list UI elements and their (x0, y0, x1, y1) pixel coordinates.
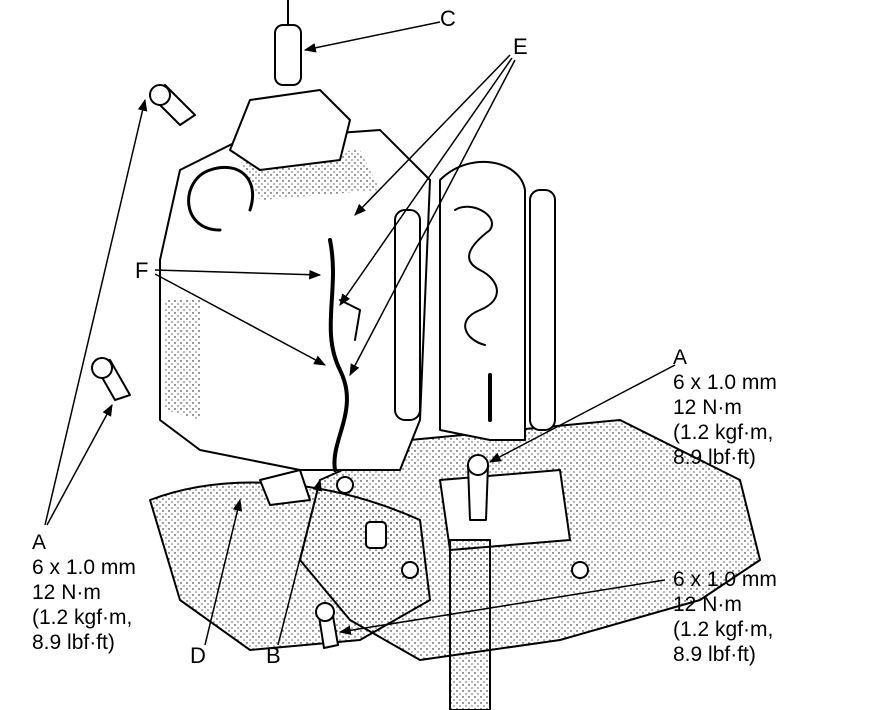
leader-e-1 (354, 54, 511, 216)
spec-bottom-kgf: (1.2 kgf·m, (673, 618, 774, 641)
leader-d (204, 498, 243, 646)
leader-a-left-2 (46, 403, 113, 526)
spec-left-kgf: (1.2 kgf·m, (32, 606, 133, 629)
fuel-rail-right (439, 160, 526, 441)
leader-e-3 (349, 59, 516, 377)
rail-tube (529, 189, 556, 431)
leader-f-2 (154, 273, 327, 366)
top-connectors (229, 89, 351, 171)
spec-bottom-lbf: 8.9 lbf·ft) (673, 643, 756, 666)
lower-bracket (439, 469, 571, 551)
connector-c (274, 24, 302, 86)
leader-a-right (488, 364, 676, 463)
frame-front (149, 481, 431, 651)
callout-c: C (440, 6, 456, 31)
leader-e-2 (339, 57, 513, 306)
bolt-right (467, 454, 489, 521)
callout-f: F (135, 258, 149, 283)
spec-bottom-size: 6 x 1.0 mm (673, 568, 777, 591)
bolt-mid-left (91, 357, 131, 401)
spec-left-size: 6 x 1.0 mm (32, 556, 136, 579)
leader-c (303, 21, 441, 53)
leader-a-left-1 (44, 98, 148, 526)
vertical-post (449, 539, 491, 710)
callout-e: E (513, 34, 528, 59)
callout-d: D (190, 643, 206, 668)
spec-right-torque: 12 N·m (673, 396, 742, 419)
spec-right-size: 6 x 1.0 mm (673, 371, 777, 394)
callout-b: B (266, 643, 281, 668)
plenum-shade (165, 300, 200, 420)
wire-harness (328, 238, 349, 472)
leader-b (277, 478, 322, 646)
hook-pipe (187, 165, 255, 232)
bolt-top-left (149, 84, 196, 126)
spec-bottom-torque: 12 N·m (673, 593, 742, 616)
leader-bottom-right (338, 579, 666, 636)
callout-a-left: A 6 x 1.0 mm 12 N·m (1.2 kgf·m, 8.9 lbf·… (32, 530, 136, 655)
callout-bottom-right: 6 x 1.0 mm 12 N·m (1.2 kgf·m, 8.9 lbf·ft… (673, 567, 777, 667)
lower-clamp (259, 469, 311, 506)
callout-a-right-letter: A (673, 346, 688, 369)
leader-f-1 (154, 269, 322, 280)
callout-a-right: A 6 x 1.0 mm 12 N·m (1.2 kgf·m, 8.9 lbf·… (673, 345, 777, 470)
spec-right-kgf: (1.2 kgf·m, (673, 421, 774, 444)
callout-a-left-letter: A (32, 531, 47, 554)
leader-lines (44, 21, 676, 646)
spec-right-lbf: 8.9 lbf·ft) (673, 446, 756, 469)
spec-left-torque: 12 N·m (32, 581, 101, 604)
bolt-bottom (315, 602, 339, 649)
spec-left-lbf: 8.9 lbf·ft) (32, 631, 115, 654)
